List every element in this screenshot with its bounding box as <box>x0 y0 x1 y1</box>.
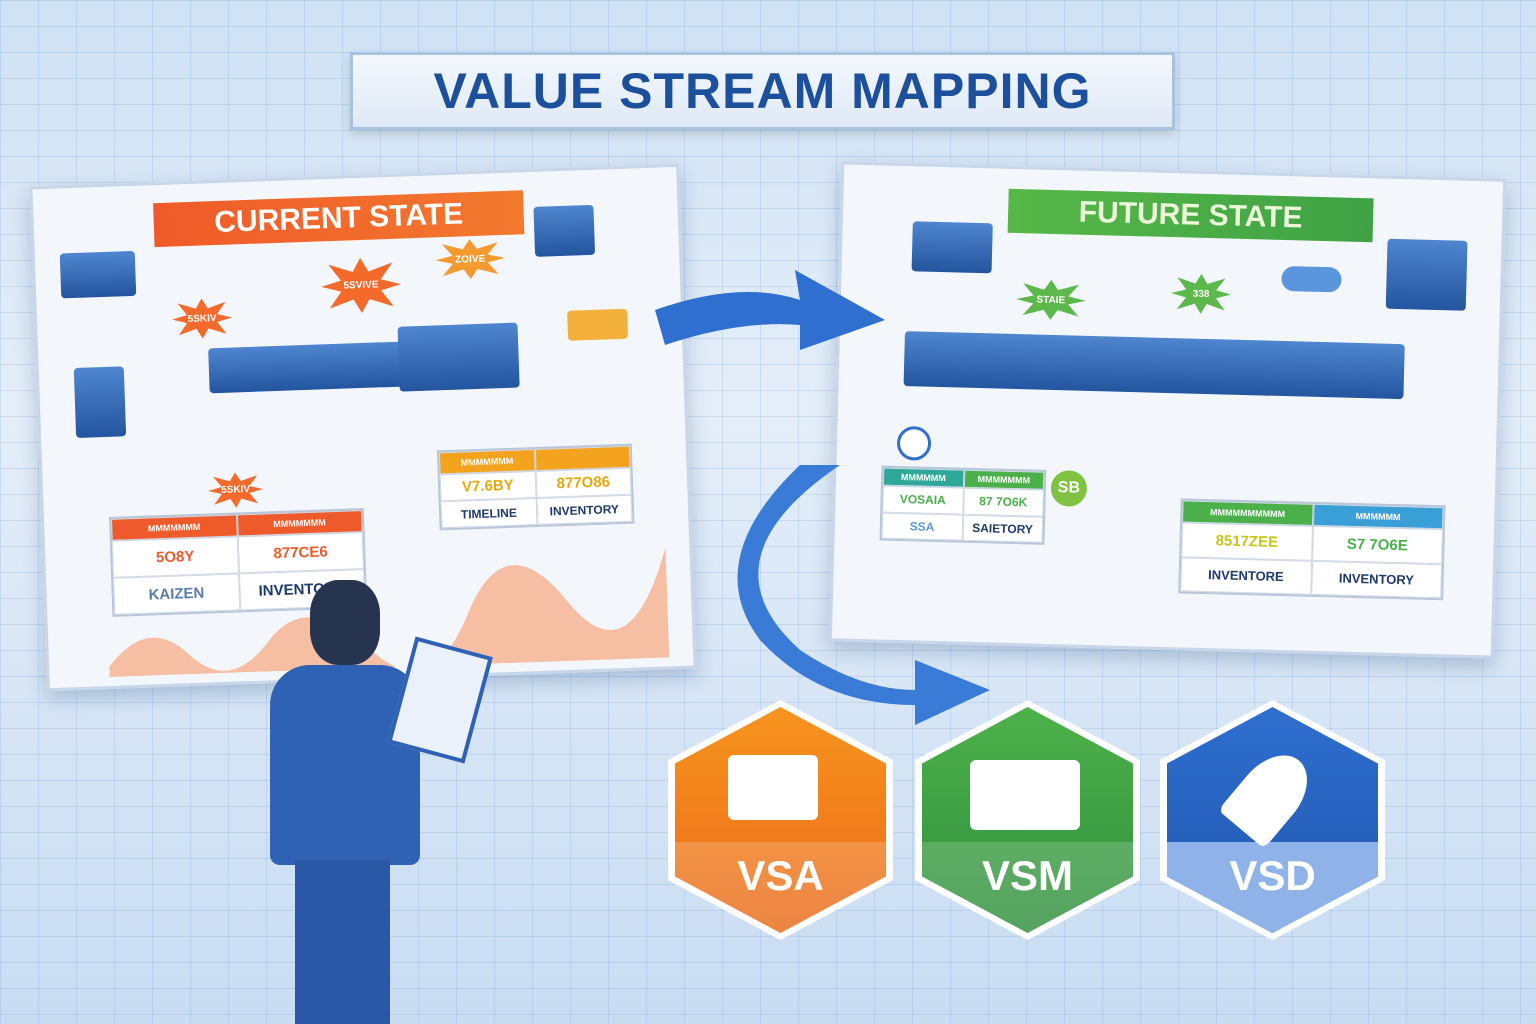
jacket <box>270 665 420 865</box>
badge-vsm[interactable]: VSM <box>915 700 1140 940</box>
badge-vsa[interactable]: VSA <box>668 700 893 940</box>
arrow-current-to-future <box>655 270 885 350</box>
current-state-board: CURRENT STATE 5SVIVE ZOIVE 5SKIV 5SKIV M… <box>29 163 697 692</box>
page-title: VALUE STREAM MAPPING <box>350 52 1175 130</box>
analyst-figure <box>270 580 493 1024</box>
map-document-icon <box>970 760 1080 830</box>
curved-arrow-to-badges <box>737 465 990 725</box>
trousers <box>295 860 390 1024</box>
lead-time-wave <box>109 547 670 677</box>
head <box>310 580 380 665</box>
analysis-search-icon <box>728 755 818 820</box>
